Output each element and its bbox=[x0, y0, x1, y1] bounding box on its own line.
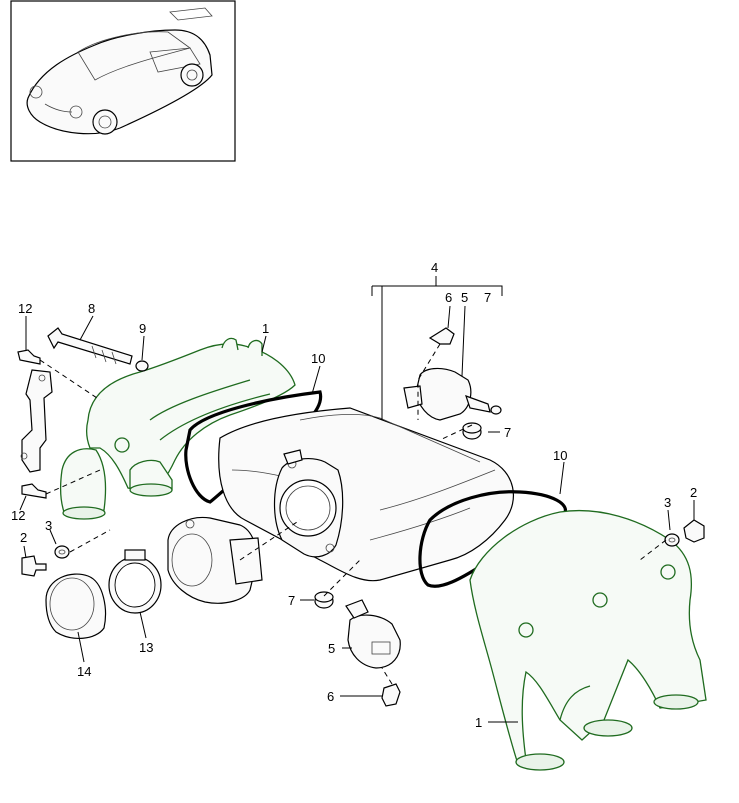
bolt-2-left bbox=[21, 555, 47, 577]
car-icon bbox=[26, 7, 213, 135]
callout-6-low: 6 bbox=[327, 689, 334, 704]
callout-4: 4 bbox=[431, 260, 438, 275]
bolt-6-top bbox=[428, 327, 455, 345]
intake-pipe-left bbox=[60, 337, 296, 520]
grommet-7-top bbox=[462, 422, 482, 440]
callout-7-mid: 7 bbox=[504, 425, 511, 440]
assembly-lines bbox=[39, 343, 667, 685]
callout-8: 8 bbox=[88, 301, 95, 316]
bolt-2-right bbox=[683, 519, 705, 543]
callout-5-low: 5 bbox=[328, 641, 335, 656]
bolt-12-top bbox=[17, 349, 41, 365]
callout-6-top: 6 bbox=[445, 290, 452, 305]
callout-5-top: 5 bbox=[461, 290, 468, 305]
vehicle-thumbnail bbox=[10, 0, 236, 162]
washer-3-left bbox=[54, 545, 70, 559]
callout-7-top: 7 bbox=[484, 290, 491, 305]
grommet-7-low bbox=[314, 591, 334, 609]
washer-9 bbox=[135, 360, 149, 372]
callout-7-low: 7 bbox=[288, 593, 295, 608]
bolt-12-bottom bbox=[21, 483, 47, 499]
intake-manifold-right bbox=[469, 509, 707, 771]
actuator-low bbox=[345, 599, 401, 669]
rubber-coupling bbox=[45, 573, 107, 639]
callout-2-right: 2 bbox=[690, 485, 697, 500]
leader-lines bbox=[19, 276, 695, 723]
hose-clamp bbox=[108, 549, 162, 614]
callout-12-bottom: 12 bbox=[11, 508, 25, 523]
callout-3-left: 3 bbox=[45, 518, 52, 533]
callout-2-left: 2 bbox=[20, 530, 27, 545]
callout-13: 13 bbox=[139, 640, 153, 655]
bolt-6-low bbox=[381, 683, 401, 707]
callout-14: 14 bbox=[77, 664, 91, 679]
callout-1-bottom: 1 bbox=[475, 715, 482, 730]
callout-1-top: 1 bbox=[262, 321, 269, 336]
throttle-body bbox=[167, 516, 263, 604]
callout-3-right: 3 bbox=[664, 495, 671, 510]
washer-3-right bbox=[664, 533, 680, 547]
callout-10-right: 10 bbox=[553, 448, 567, 463]
actuator-top bbox=[403, 367, 502, 421]
intake-plenum bbox=[218, 407, 514, 582]
long-bolt bbox=[47, 327, 133, 365]
callout-9: 9 bbox=[139, 321, 146, 336]
bracket bbox=[20, 369, 53, 473]
callout-labels: 12 8 9 1 10 4 6 5 7 7 10 3 2 12 3 2 14 1… bbox=[11, 260, 697, 730]
callout-12-top: 12 bbox=[18, 301, 32, 316]
callout-10-left: 10 bbox=[311, 351, 325, 366]
